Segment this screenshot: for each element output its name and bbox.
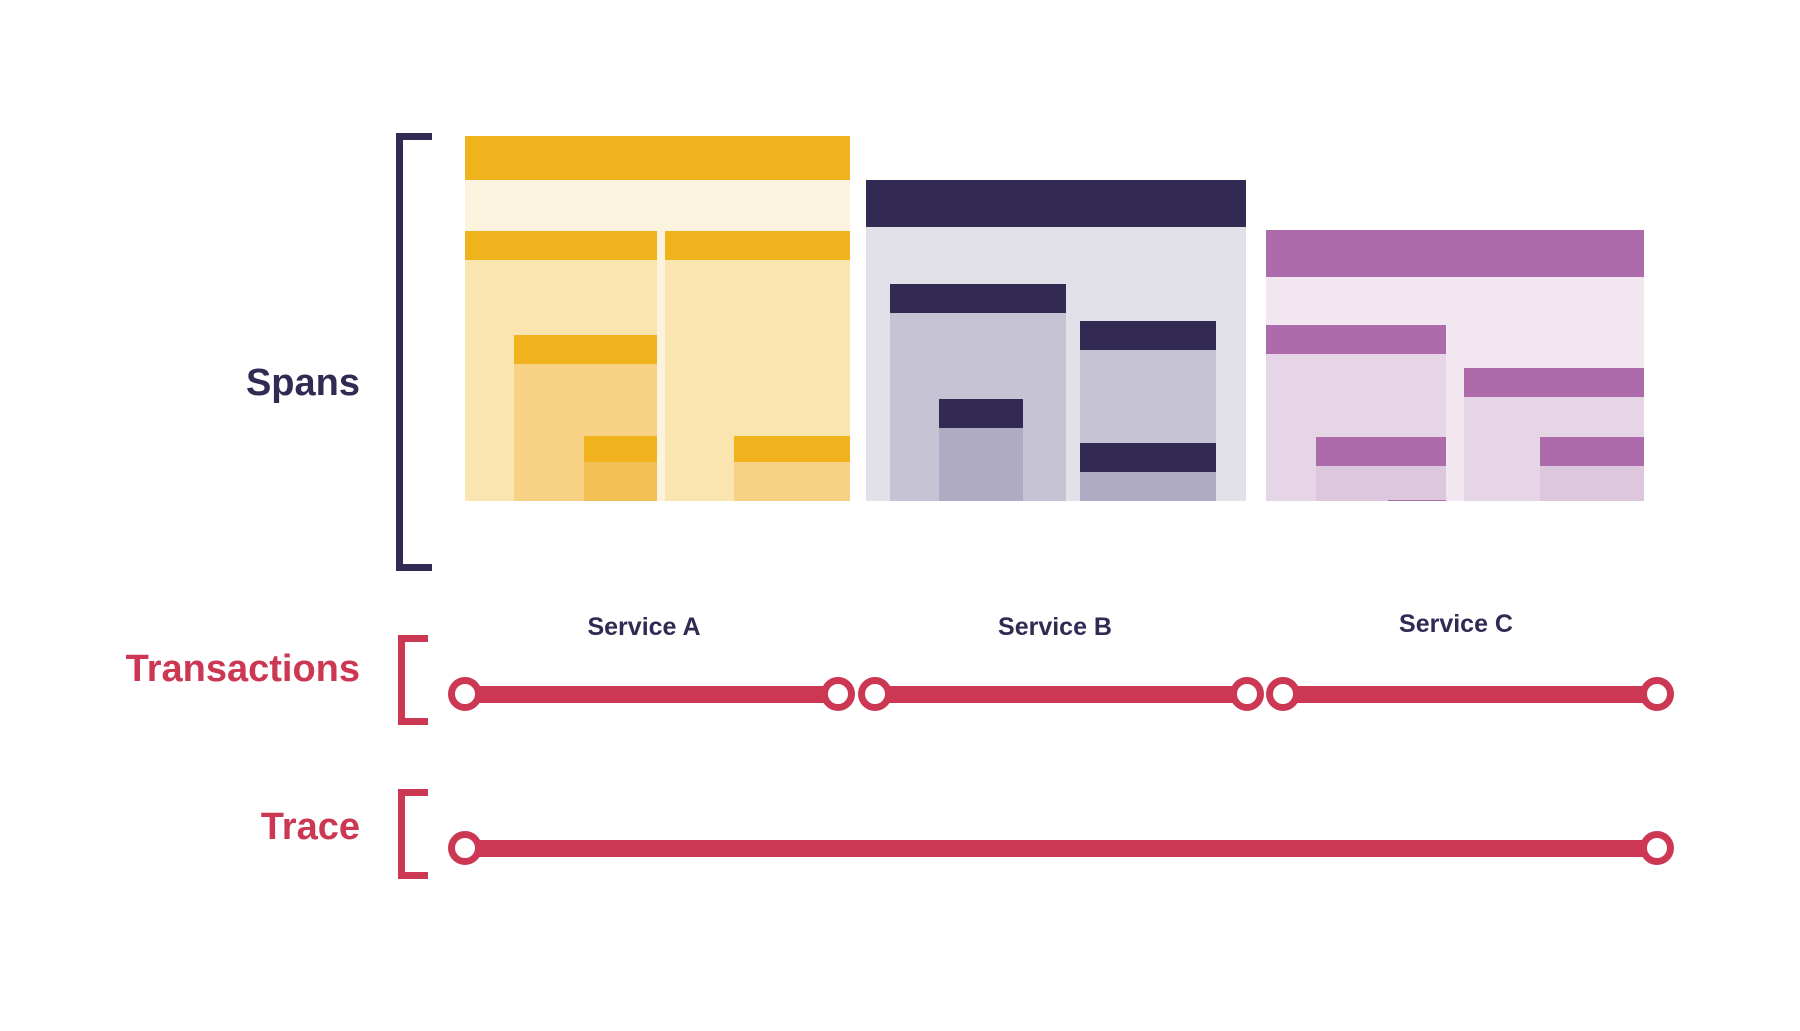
span-head — [584, 436, 657, 462]
trace-timeline — [0, 789, 1800, 909]
caption-service-b: Service B — [998, 613, 1112, 641]
span-head — [1388, 500, 1446, 501]
span-head — [1080, 321, 1216, 350]
span-c-child3 — [1388, 500, 1446, 501]
span-a-child5 — [734, 436, 850, 501]
timeline-segment-transaction-b[interactable] — [875, 686, 1247, 703]
span-head — [1316, 437, 1446, 466]
span-head — [1266, 230, 1644, 277]
span-a-child3 — [584, 436, 657, 501]
span-head — [1540, 437, 1644, 466]
timeline-segment-transaction-c[interactable] — [1283, 686, 1657, 703]
caption-service-c: Service C — [1399, 610, 1513, 638]
span-head — [665, 231, 850, 260]
timeline-node-trace-full-start[interactable] — [448, 831, 482, 865]
timeline-node-transaction-b-end[interactable] — [1230, 677, 1264, 711]
transactions-bracket-icon — [398, 635, 428, 725]
span-head — [734, 436, 850, 462]
timeline-segment-trace-full[interactable] — [465, 840, 1657, 857]
span-b-child2 — [939, 399, 1023, 501]
span-c-child5 — [1540, 437, 1644, 501]
span-head — [1464, 368, 1644, 397]
span-head — [514, 335, 657, 364]
spans-row-label: Spans — [245, 362, 360, 404]
timeline-node-transaction-c-start[interactable] — [1266, 677, 1300, 711]
trace-row-label: Trace — [260, 806, 360, 848]
timeline-node-transaction-b-start[interactable] — [858, 677, 892, 711]
span-head — [1080, 443, 1216, 472]
span-b-child1 — [890, 284, 1066, 501]
timeline-segment-transaction-a[interactable] — [465, 686, 838, 703]
span-c-child2 — [1316, 437, 1446, 501]
span-head — [939, 399, 1023, 428]
span-head — [1266, 325, 1446, 354]
timeline-node-transaction-a-start[interactable] — [448, 677, 482, 711]
transactions-timeline — [0, 635, 1800, 755]
trace-bracket-icon — [398, 789, 428, 879]
caption-service-a: Service A — [587, 613, 701, 641]
spans-bracket-icon — [396, 133, 432, 571]
timeline-node-transaction-a-end[interactable] — [821, 677, 855, 711]
span-head — [890, 284, 1066, 313]
span-head — [465, 231, 657, 260]
span-head — [465, 136, 850, 180]
timeline-node-trace-full-end[interactable] — [1640, 831, 1674, 865]
span-b-child4 — [1080, 443, 1216, 501]
timeline-node-transaction-c-end[interactable] — [1640, 677, 1674, 711]
transactions-row-label: Transactions — [125, 648, 360, 690]
span-head — [866, 180, 1246, 227]
